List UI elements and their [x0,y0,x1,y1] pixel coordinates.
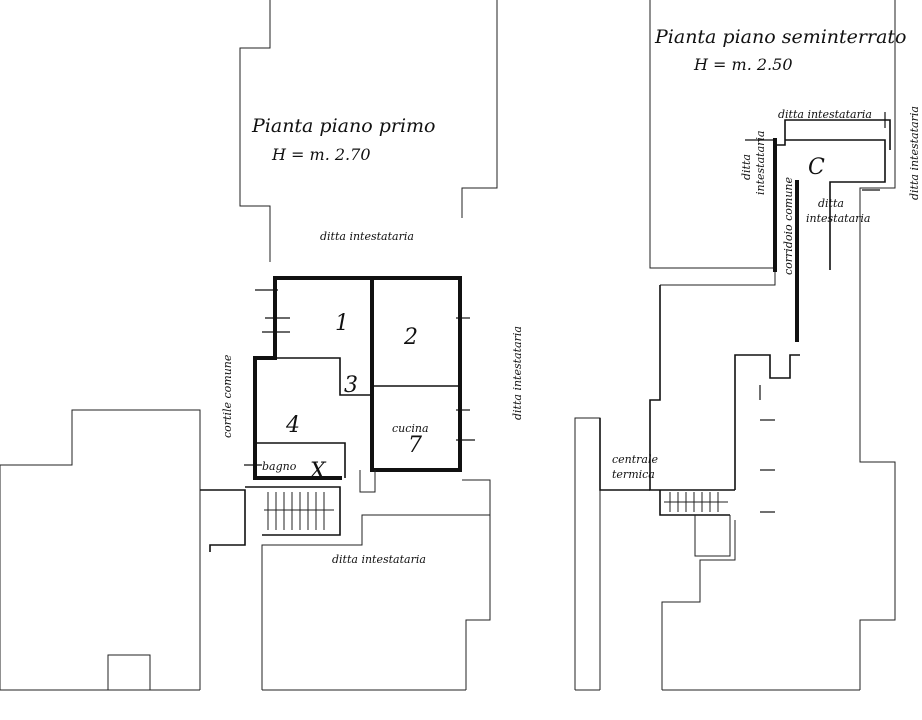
neighbour-block-left [0,409,201,690]
first-floor-plan: Pianta piano primo H = m. 2.70 ditta int… [0,0,524,691]
site-outline-upper [239,0,271,262]
staircase [264,492,334,530]
basement-staircase [664,492,728,512]
stair-wall-basement [659,490,730,516]
basement-owner-right: ditta intestataria [908,106,921,200]
basement-height: H = m. 2.50 [693,55,793,74]
basement-stepped-wall [734,354,800,490]
first-floor-height: H = m. 2.70 [271,145,371,164]
basement-owner-left-2: intestataria [754,131,767,195]
first-floor-owner-right: ditta intestataria [511,326,524,420]
room-number-2: 2 [403,325,418,350]
site-outline-upper-right [461,0,498,218]
first-floor-owner-top: ditta intestataria [320,230,414,243]
room-number-4: 4 [285,413,300,438]
basement-owner-mid-2: intestataria [806,212,870,225]
basement-lower-left [574,417,601,690]
interior-wall-2 [275,357,372,396]
kitchen-label: cucina [392,422,429,435]
lower-building-outline [261,479,491,690]
basement-title: Pianta piano seminterrato [654,26,906,48]
basement-owner-mid-1: ditta [818,197,844,210]
interior-wall-3 [255,442,346,478]
lower-building-outline-right [465,480,491,690]
courtyard-wall [200,489,246,552]
room-mark-x: X [308,459,327,484]
entry-step [359,470,376,493]
first-floor-title: Pianta piano primo [251,115,436,137]
basement-owner-top: ditta intestataria [778,108,872,121]
basement-plan: Pianta piano seminterrato H = m. 2.50 di… [574,0,921,691]
boiler-label-1: centrale [612,453,659,466]
bathroom-label: bagno [262,460,297,473]
room-number-3: 3 [344,373,358,398]
boiler-room-wall [599,418,650,491]
boiler-label-2: termica [612,468,655,481]
stair-enclosure [245,486,341,536]
dwelling-outer-wall [273,276,462,472]
basement-lower-steps [694,515,731,557]
basement-owner-left-1: ditta [740,154,753,180]
room-number-1: 1 [335,311,349,336]
room-number-7: 7 [408,433,422,458]
basement-main-wall [649,285,735,491]
first-floor-owner-bottom: ditta intestataria [332,553,426,566]
basement-lower-outline [661,520,736,690]
basement-site-outline-right [859,0,896,690]
basement-window-marks [745,112,886,513]
courtyard-label: cortile comune [221,354,234,438]
neighbour-block-left-inner [107,654,151,690]
corridor-label: corridoio comune [782,176,795,275]
room-mark-c: C [808,155,825,180]
room-c-wall [785,139,886,270]
dwelling-left-wall [253,276,342,480]
window-marks [244,289,475,466]
